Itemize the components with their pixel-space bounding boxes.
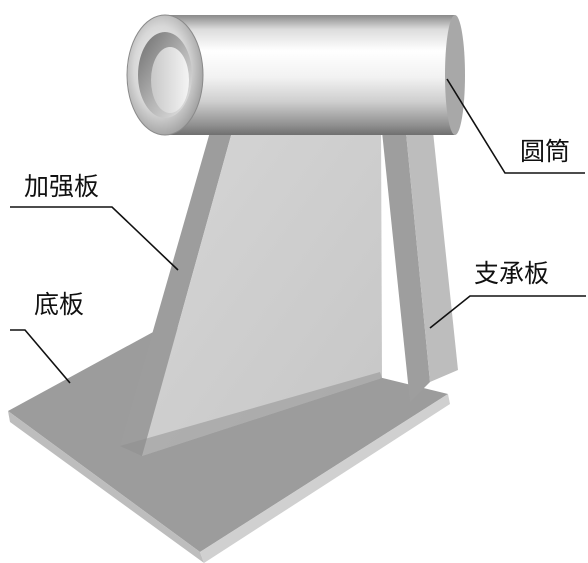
base-plate-front-edge: [8, 411, 204, 563]
label-rib: 加强板: [24, 172, 99, 201]
tube-body: [165, 15, 455, 135]
label-support: 支承板: [474, 259, 549, 288]
tube-bore-inner: [151, 47, 189, 113]
support-plate-side: [381, 122, 430, 402]
base-plate-right-edge: [200, 394, 450, 563]
label-tube: 圆筒: [520, 137, 570, 166]
label-base: 底板: [34, 290, 84, 319]
callout-rib: 加强板: [10, 172, 179, 271]
tube-far-end: [445, 15, 465, 135]
rib-bottom-shadow: [120, 372, 382, 456]
support-plate: [381, 122, 458, 402]
callout-base: 底板: [10, 290, 84, 384]
rib-face: [142, 122, 382, 456]
leader-line-base: [10, 329, 71, 384]
cylinder-tube: [126, 14, 465, 136]
reinforcing-rib: [120, 122, 382, 456]
leader-line-support: [429, 295, 586, 329]
callout-support: 支承板: [429, 259, 586, 329]
leader-line-rib: [10, 206, 179, 271]
rib-left-edge: [120, 132, 232, 456]
callout-tube: 圆筒: [446, 78, 585, 174]
leader-line-tube: [446, 78, 585, 174]
